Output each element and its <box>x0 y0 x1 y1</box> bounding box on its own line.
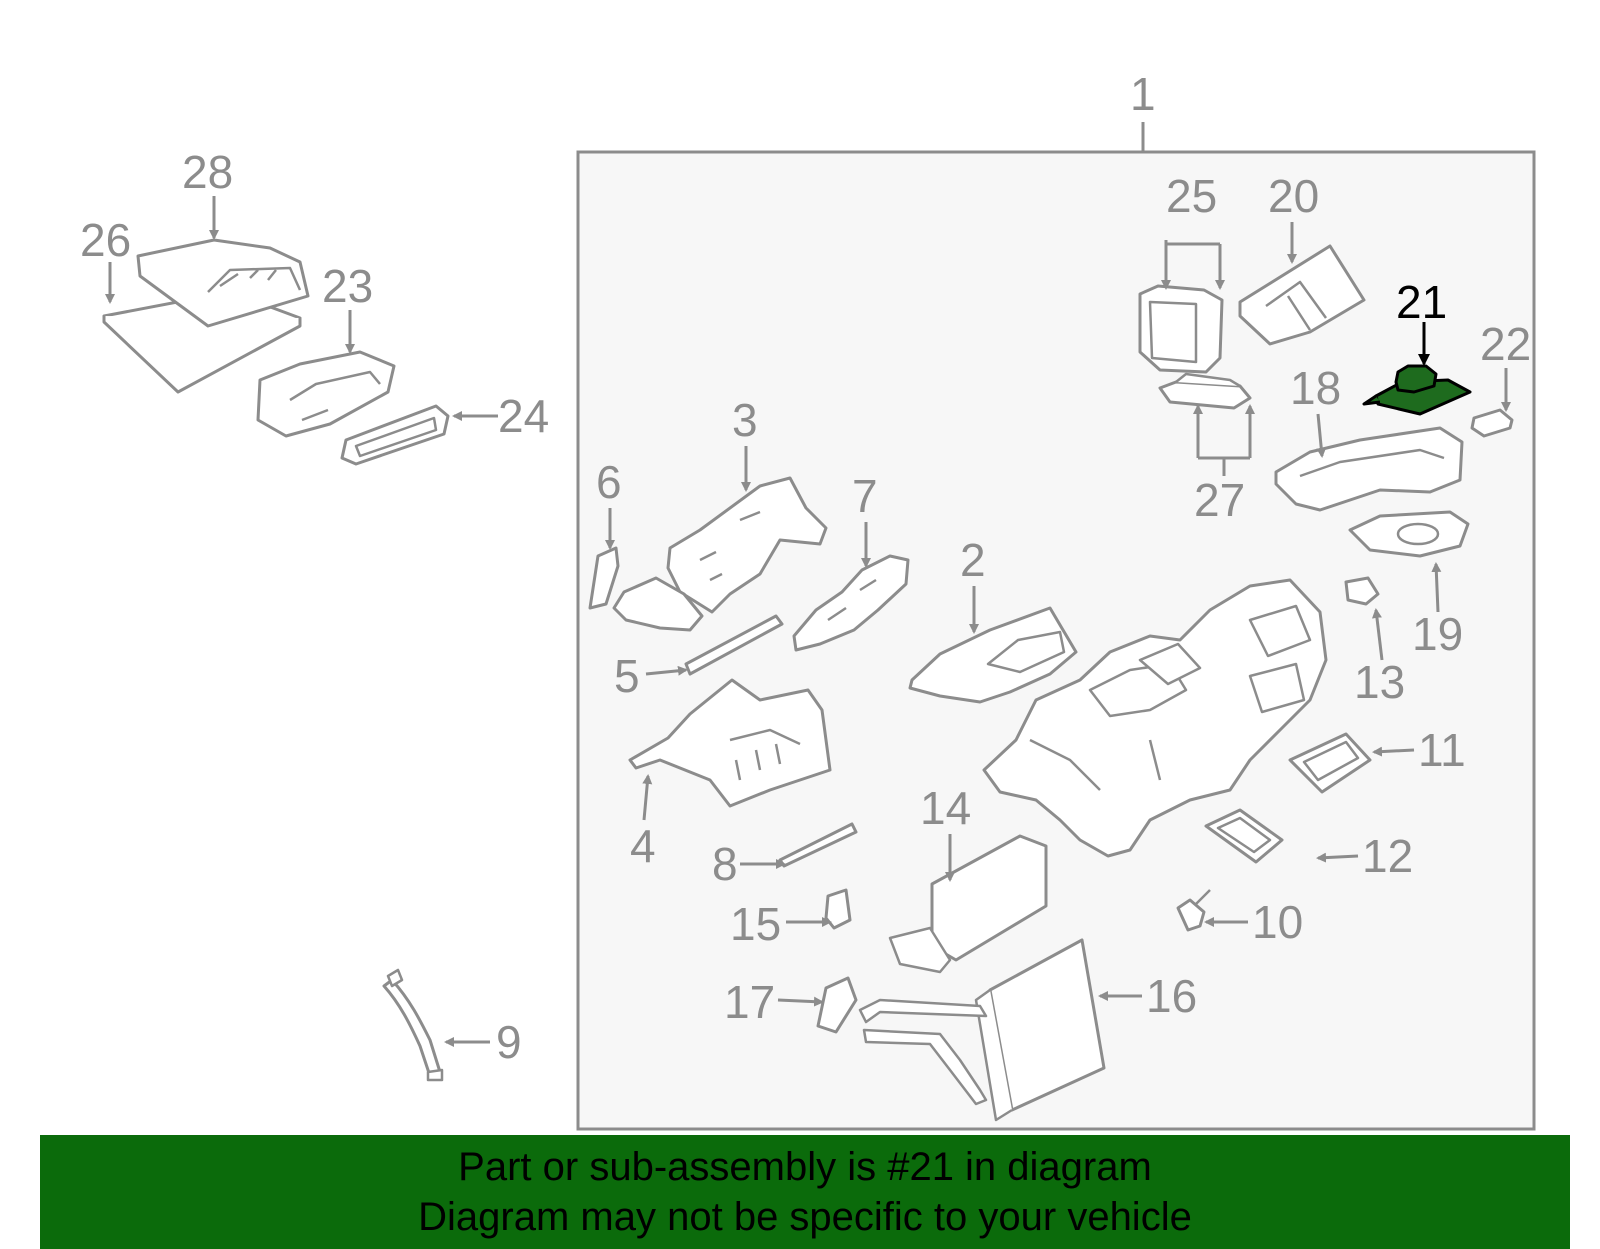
callout-27: 27 <box>1194 474 1245 526</box>
part-25[interactable] <box>1138 284 1224 374</box>
part-15[interactable] <box>824 888 852 930</box>
callout-21: 21 <box>1396 276 1447 328</box>
callout-7: 7 <box>852 470 878 522</box>
callout-15: 15 <box>730 898 781 950</box>
callout-5: 5 <box>614 650 640 702</box>
callout-26: 26 <box>80 214 131 266</box>
part-12[interactable] <box>1204 808 1284 864</box>
part-19[interactable] <box>1348 510 1470 558</box>
callout-14: 14 <box>920 782 971 834</box>
callout-22: 22 <box>1480 318 1531 370</box>
callout-6: 6 <box>596 456 622 508</box>
part-2[interactable] <box>908 606 1078 704</box>
part-28-filter-housing[interactable] <box>136 238 310 328</box>
parts-diagram: 1 28 26 23 24 25 20 21 22 18 27 19 13 3 … <box>80 68 1536 1131</box>
callout-24: 24 <box>498 390 549 442</box>
part-16-heater-core[interactable] <box>858 938 1106 1122</box>
callout-20: 20 <box>1268 170 1319 222</box>
part-5-strip[interactable] <box>684 614 784 676</box>
callout-8: 8 <box>712 838 738 890</box>
part-11[interactable] <box>1288 732 1372 794</box>
part-7[interactable] <box>792 554 910 652</box>
callout-3: 3 <box>732 394 758 446</box>
callout-11: 11 <box>1418 724 1466 776</box>
part-20[interactable] <box>1238 244 1366 346</box>
part-13[interactable] <box>1344 576 1380 606</box>
callout-9: 9 <box>496 1016 522 1068</box>
callout-19: 19 <box>1412 608 1463 660</box>
callout-28: 28 <box>182 146 233 198</box>
banner-line-1: Part or sub-assembly is #21 in diagram <box>458 1145 1152 1189</box>
part-23-duct[interactable] <box>256 350 396 438</box>
callout-12: 12 <box>1362 830 1413 882</box>
callout-1: 1 <box>1130 68 1156 120</box>
callout-25: 25 <box>1166 170 1217 222</box>
part-17[interactable] <box>816 976 858 1034</box>
part-1-main-unit[interactable] <box>982 578 1328 858</box>
part-9-drain-tube[interactable] <box>382 968 444 1082</box>
part-18[interactable] <box>1274 426 1464 512</box>
callout-18: 18 <box>1290 362 1341 414</box>
banner-line-2: Diagram may not be specific to your vehi… <box>418 1195 1192 1239</box>
info-banner: Part or sub-assembly is #21 in diagram D… <box>40 1135 1570 1249</box>
callout-16: 16 <box>1146 970 1197 1022</box>
callout-17: 17 <box>724 976 775 1028</box>
part-3[interactable] <box>612 476 828 632</box>
leader-lines <box>105 196 1511 1047</box>
part-10[interactable] <box>1176 889 1211 932</box>
part-26-filter[interactable] <box>102 290 302 394</box>
callout-4: 4 <box>630 820 656 872</box>
part-27[interactable] <box>1158 372 1252 410</box>
part-22[interactable] <box>1470 408 1514 438</box>
callout-10: 10 <box>1252 896 1303 948</box>
callout-13: 13 <box>1354 656 1405 708</box>
part-14-evaporator[interactable] <box>888 834 1048 974</box>
callout-numbers: 1 28 26 23 24 25 20 21 22 18 27 19 13 3 … <box>80 68 1531 1068</box>
callout-2: 2 <box>960 534 986 586</box>
part-24-seal[interactable] <box>340 404 450 466</box>
part-4[interactable] <box>628 678 832 808</box>
part-21-highlighted[interactable] <box>1362 364 1472 416</box>
callout-23: 23 <box>322 260 373 312</box>
